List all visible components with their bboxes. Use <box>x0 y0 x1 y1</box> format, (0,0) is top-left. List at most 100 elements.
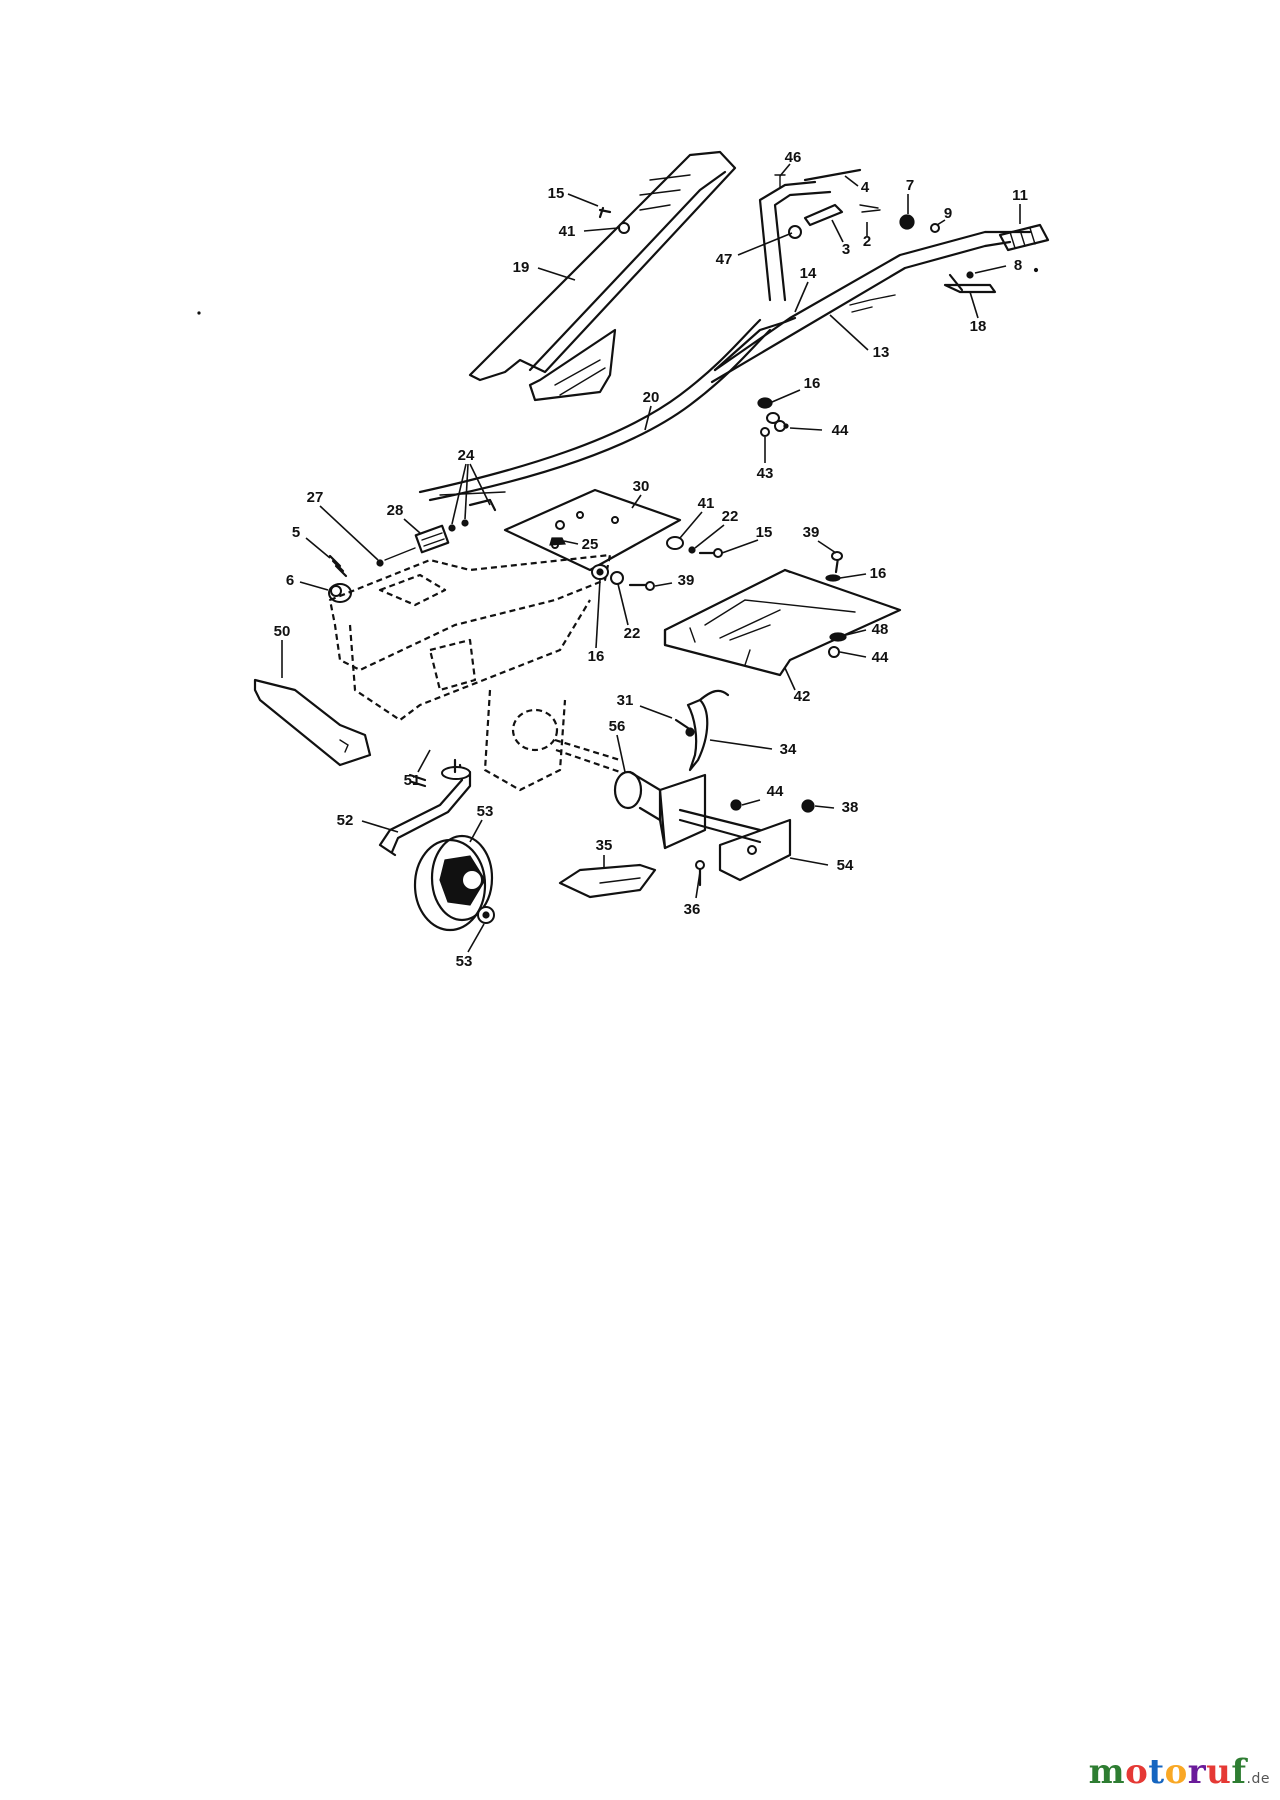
shaft-flange-drawing <box>613 718 815 887</box>
leader-25 <box>563 540 579 545</box>
part-label-18: 18 <box>970 318 987 335</box>
brand-letter-o2: o <box>1164 1752 1188 1792</box>
leader-31 <box>639 705 673 719</box>
leader-30 <box>631 494 642 509</box>
parts-drawing <box>197 150 1050 932</box>
guard-19-drawing <box>468 150 737 402</box>
brand-letter-f: f <box>1231 1752 1247 1792</box>
brand-letter-u: u <box>1206 1752 1232 1792</box>
part-label-50: 51 <box>404 772 421 789</box>
tine-35-drawing <box>558 863 657 899</box>
part-label-16-c: 16 <box>870 565 887 582</box>
part-label-43: 43 <box>757 465 774 482</box>
leader-39-right <box>817 540 837 554</box>
leader-5 <box>305 537 331 559</box>
leader-8 <box>974 265 1007 274</box>
leader-22-mid <box>694 524 725 549</box>
part-label-36: 36 <box>684 901 701 918</box>
cable-end-drawing <box>328 519 469 603</box>
handlebar-drawing <box>710 168 1050 384</box>
leader-18 <box>969 291 979 319</box>
leader-16-b <box>595 579 601 649</box>
leader-46 <box>737 232 793 256</box>
brand-letter-m: m <box>1088 1752 1126 1792</box>
leader-51 <box>361 820 399 833</box>
brand-letter-t: t <box>1148 1752 1165 1792</box>
leader-47 <box>845 629 867 636</box>
part-label-28: 28 <box>387 502 404 519</box>
part-label-42: 42 <box>794 688 811 705</box>
leader-24-c <box>469 463 491 506</box>
motoruf-logo[interactable]: motoruf.de <box>1089 1752 1270 1792</box>
leader-6 <box>299 581 329 591</box>
part-label-19: 19 <box>513 259 530 276</box>
leader-15-mid <box>721 539 759 554</box>
leader-56 <box>616 734 626 773</box>
part-label-39-right: 39 <box>803 524 820 541</box>
leader-50 <box>417 749 431 773</box>
housing-dashed-drawing <box>328 553 621 792</box>
part-label-15-mid: 15 <box>756 524 773 541</box>
leader-38 <box>814 805 835 809</box>
tine-34-drawing <box>686 689 730 772</box>
part-label-34: 34 <box>780 741 797 758</box>
bumper-48-drawing <box>253 678 372 767</box>
leader-14 <box>794 281 809 313</box>
leader-24-b <box>464 463 469 520</box>
cable-20-drawing <box>418 318 772 512</box>
part-label-27: 27 <box>307 489 324 506</box>
part-label-47: 48 <box>872 621 889 638</box>
part-label-39-mid: 39 <box>678 572 695 589</box>
part-label-54: 54 <box>837 857 854 874</box>
leader-22-low <box>617 583 629 626</box>
part-label-14: 14 <box>800 265 817 282</box>
wheel-assembly-drawing <box>378 758 495 932</box>
part-label-44-c: 44 <box>767 783 784 800</box>
part-label-7: 7 <box>906 177 914 194</box>
leader-34 <box>709 739 773 750</box>
part-label-4: 4 <box>861 179 870 196</box>
part-label-52: 53 <box>477 803 494 820</box>
leader-44-c <box>741 799 761 806</box>
brand-letter-o: o <box>1125 1752 1149 1792</box>
leader-16-c <box>839 573 867 579</box>
part-label-15-top: 15 <box>548 185 565 202</box>
part-label-38: 38 <box>842 799 859 816</box>
leader-27 <box>319 505 379 561</box>
part-label-11: 11 <box>1012 187 1028 204</box>
leader-53 <box>467 923 485 953</box>
part-label-9: 9 <box>944 205 952 222</box>
part-label-16-a: 16 <box>804 375 821 392</box>
part-label-2: 2 <box>863 233 871 250</box>
leader-3 <box>831 219 844 243</box>
part-label-44-b: 44 <box>872 649 889 666</box>
part-label-56: 56 <box>609 718 626 735</box>
part-label-25: 25 <box>582 536 599 553</box>
leader-54 <box>789 857 829 866</box>
part-label-8: 8 <box>1014 257 1022 274</box>
part-label-5: 5 <box>292 524 300 541</box>
leader-36 <box>695 871 701 899</box>
part-label-51: 52 <box>337 812 354 829</box>
leader-41-mid <box>679 511 703 539</box>
brand-suffix: .de <box>1246 1771 1270 1787</box>
callouts: 46 4 7 9 11 2 3 47 8 14 18 13 15 <box>274 149 1028 970</box>
part-label-31: 31 <box>617 692 634 709</box>
leader-42 <box>784 667 796 691</box>
leader-4 <box>844 175 859 187</box>
part-label-46: 47 <box>716 251 733 268</box>
part-label-41-top: 41 <box>559 223 576 240</box>
part-label-6: 6 <box>286 572 294 589</box>
part-label-22-mid: 22 <box>722 508 739 525</box>
part-label-44-a: 44 <box>832 422 849 439</box>
leader-20 <box>644 405 652 431</box>
leader-41-top <box>583 227 619 232</box>
part-label-53: 53 <box>456 953 473 970</box>
part-label-22-low: 22 <box>624 625 641 642</box>
part-label-3: 3 <box>842 241 850 258</box>
leader-44-b <box>839 651 867 658</box>
leader-13 <box>829 314 869 351</box>
part-label-35: 35 <box>596 837 613 854</box>
leader-28 <box>403 518 421 534</box>
